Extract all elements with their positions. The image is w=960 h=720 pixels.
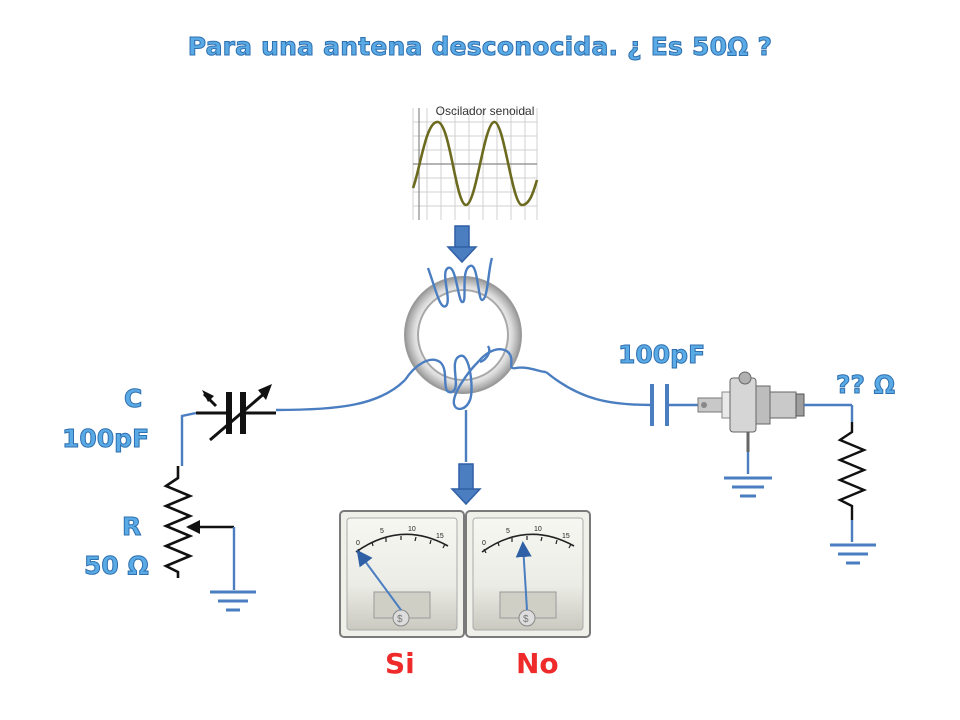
oscillator-scope — [411, 104, 539, 220]
meter-no-scale-5: 5 — [506, 528, 510, 535]
meter-no-scale-10: 10 — [534, 526, 542, 533]
bnc-connector — [697, 371, 852, 452]
oscillator-label: Oscilador senoidal — [435, 104, 535, 118]
meter-si-scale-15: 15 — [436, 533, 444, 540]
toroid-transformer — [404, 257, 547, 462]
meter-no-scale-15: 15 — [562, 533, 570, 540]
potentiometer — [162, 466, 234, 578]
meter-si-scale-10: 10 — [408, 526, 416, 533]
verdict-si: Si — [385, 647, 415, 680]
fixed-capacitor-right — [650, 384, 698, 426]
variable-capacitor — [196, 384, 276, 442]
left-capacitor-label: C — [123, 384, 143, 413]
right-capacitor-value: 100pF — [617, 340, 706, 369]
meter-no-unit: $ — [523, 614, 529, 625]
meter-si: 0 5 10 15 $ — [339, 510, 465, 638]
arrow-oscillator-to-coil — [446, 225, 478, 264]
wire-cap-to-resistor — [180, 411, 197, 466]
meter-si-unit: $ — [397, 614, 403, 625]
left-capacitor-value: 100pF — [61, 424, 150, 453]
page-title: Para una antena desconocida. ¿ Es 50Ω ? — [187, 32, 773, 62]
ground-symbol-left — [210, 590, 256, 612]
antenna-resistor — [836, 422, 868, 520]
wire-right — [545, 371, 653, 407]
ground-symbol-middle — [724, 476, 772, 498]
left-resistor-value: 50 Ω — [84, 551, 150, 580]
left-resistor-label: R — [121, 512, 142, 541]
verdict-no: No — [516, 647, 559, 680]
sine-wave — [411, 120, 539, 207]
meter-si-scale-0: 0 — [356, 540, 360, 547]
meter-si-needle — [356, 549, 402, 611]
wire-left — [275, 379, 406, 412]
antenna-impedance-label: ?? Ω — [836, 370, 896, 399]
ground-symbol-right — [830, 543, 876, 565]
meter-no-needle — [515, 541, 532, 611]
meter-no-scale-0: 0 — [482, 540, 486, 547]
meter-no: 0 5 10 15 $ — [465, 510, 591, 638]
arrow-coil-to-meters — [450, 463, 482, 506]
meter-si-scale-5: 5 — [380, 528, 384, 535]
